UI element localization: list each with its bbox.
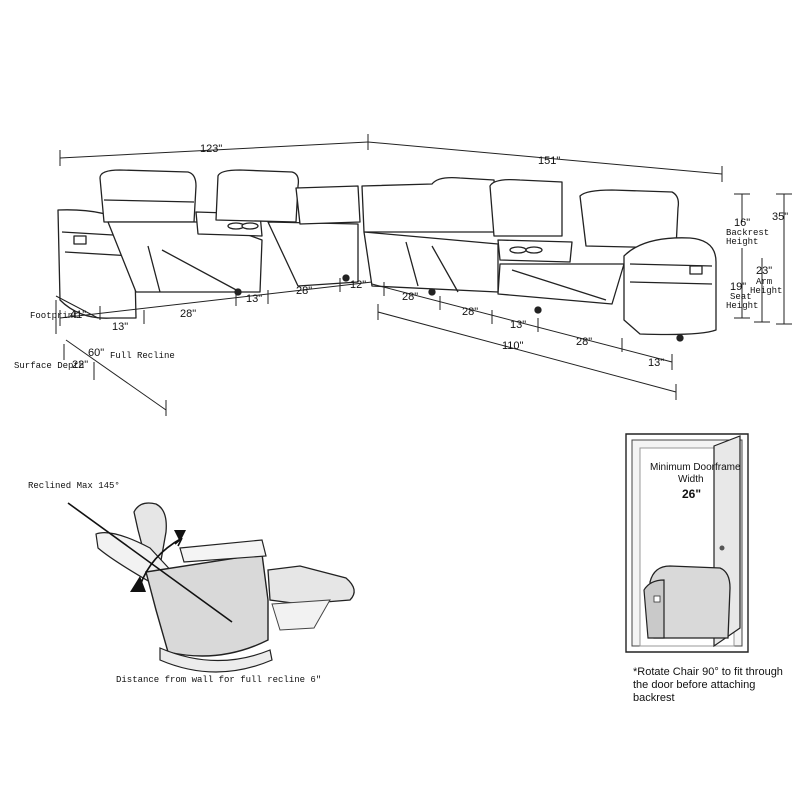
backrest-label: Backrest (726, 228, 769, 238)
full-recline-label: Full Recline (110, 351, 175, 361)
arm-height-value: 23" (756, 265, 772, 277)
dim-segment: 28" (296, 285, 312, 297)
sectional-sofa-drawing (57, 169, 717, 342)
dim-segment: 28" (402, 291, 418, 303)
doorframe-width-value: 26" (682, 487, 701, 501)
wall-distance-label: Distance from wall for full recline 6" (116, 675, 321, 685)
full-recline-value: 60" (88, 347, 104, 359)
doorframe-title: Minimum Doorframe (650, 462, 741, 473)
dim-segment: 13" (510, 319, 526, 331)
seat-height-label: Height (726, 301, 758, 311)
arm-height-label: Arm (756, 277, 772, 287)
doorframe-diagram: Minimum Doorframe Width 26" (625, 433, 749, 653)
seat-height-value: 19" (730, 281, 746, 293)
dim-overall-left: 123" (200, 143, 222, 155)
seat-height-label: Seat (730, 292, 752, 302)
dim-segment: 13" (112, 321, 128, 333)
footprint-label: Footprint (30, 311, 79, 321)
dim-segment: 12" (350, 279, 366, 291)
dim-front-110: 110" (502, 340, 524, 352)
backrest-value: 16" (734, 217, 750, 229)
dimension-labels: 123" 151" 110" 13" 28" 13" 28" 12" 28" 2… (14, 143, 788, 371)
reclined-max-label: Reclined Max 145° (28, 481, 120, 491)
footprint-value: 41" (70, 309, 86, 321)
dim-segment: 13" (648, 357, 664, 369)
dimension-lines (55, 134, 792, 416)
dim-segment: 28" (180, 308, 196, 320)
dim-segment: 28" (576, 336, 592, 348)
dim-overall-right: 151" (538, 155, 560, 167)
dim-segment: 28" (462, 306, 478, 318)
arm-height-label: Height (750, 286, 782, 296)
doorframe-note: *Rotate Chair 90° to fit through the doo… (633, 666, 783, 704)
total-height-value: 35" (772, 211, 788, 223)
surface-depth-value: 22" (72, 359, 88, 371)
recliner-side-view: Reclined Max 145° Distance from wall for… (28, 481, 355, 685)
doorframe-title: Width (678, 474, 704, 485)
backrest-label: Height (726, 237, 758, 247)
surface-depth-label: Surface Depth (14, 361, 84, 371)
dim-segment: 13" (246, 293, 262, 305)
